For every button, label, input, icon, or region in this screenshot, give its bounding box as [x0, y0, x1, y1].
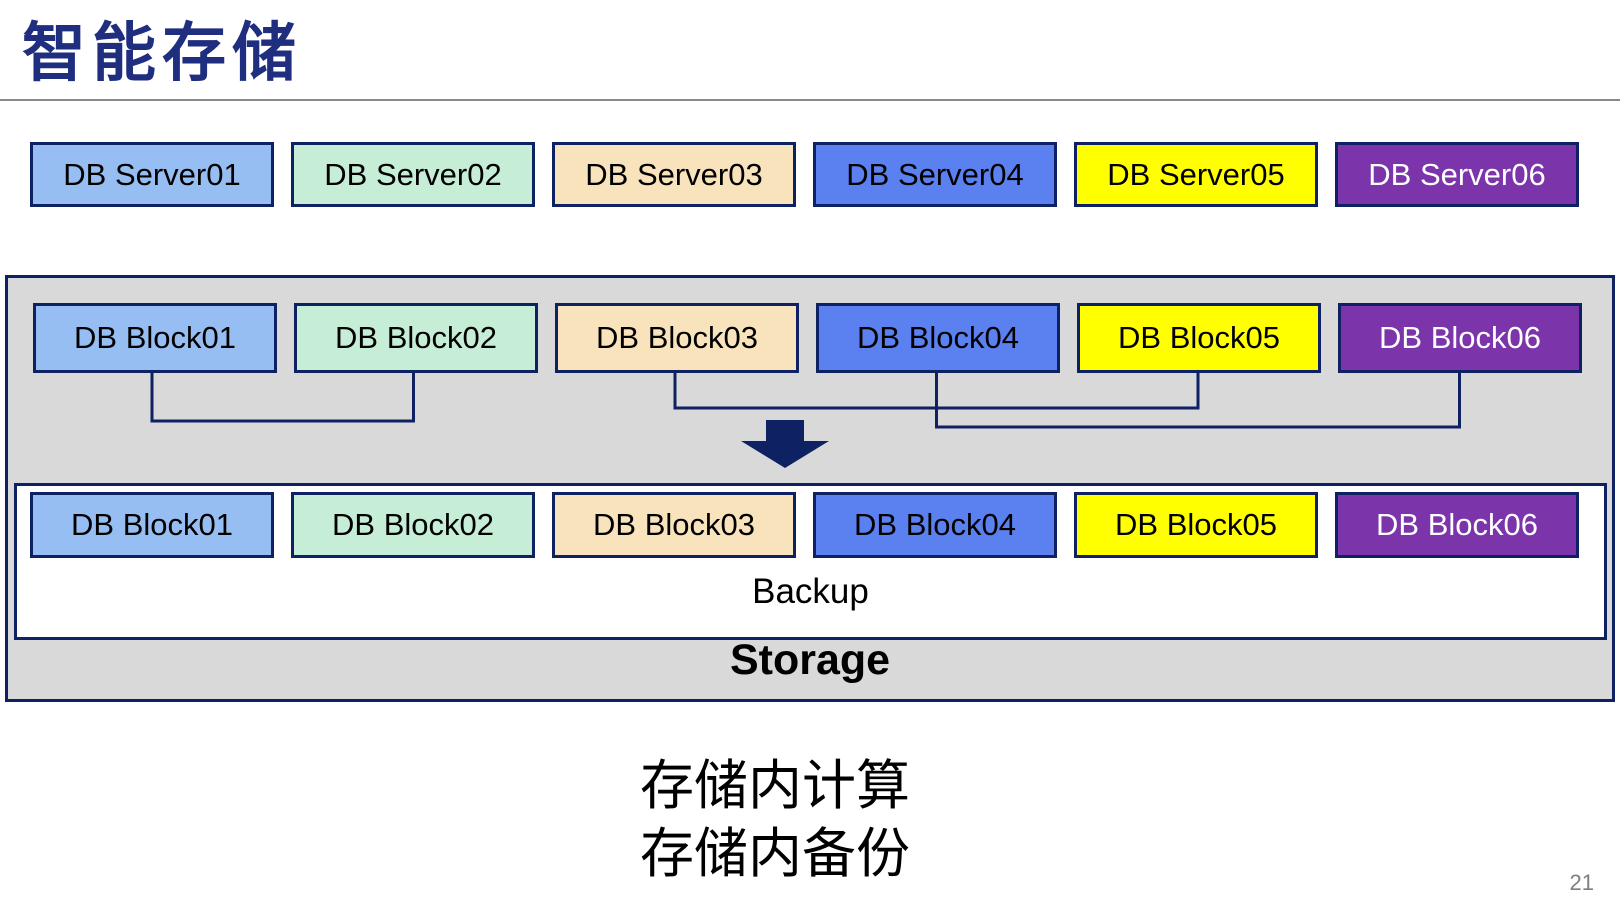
db-block-box: DB Block02	[291, 492, 535, 558]
page-number: 21	[1569, 870, 1594, 895]
db-block-box: DB Block02	[294, 303, 538, 373]
backup-label: Backup	[752, 572, 869, 611]
db-block-box: DB Block04	[816, 303, 1060, 373]
annotation-line: 存储内计算	[640, 756, 910, 816]
db-block-box: DB Block06	[1335, 492, 1579, 558]
db-server-box: DB Server04	[813, 142, 1057, 207]
server-row: DB Server01 DB Server02 DB Server03 DB S…	[30, 142, 1579, 207]
db-block-box: DB Block01	[33, 303, 277, 373]
annotation-text: 存储内计算 存储内备份	[640, 752, 910, 888]
db-block-box: DB Block03	[555, 303, 799, 373]
db-block-box: DB Block06	[1338, 303, 1582, 373]
db-server-box: DB Server05	[1074, 142, 1318, 207]
page-title: 智能存储	[22, 17, 302, 89]
db-block-box: DB Block04	[813, 492, 1057, 558]
block-row-source: DB Block01 DB Block02 DB Block03 DB Bloc…	[33, 303, 1582, 373]
storage-container: DB Block01 DB Block02 DB Block03 DB Bloc…	[5, 275, 1615, 702]
annotation-line: 存储内备份	[640, 824, 910, 884]
db-block-box: DB Block03	[552, 492, 796, 558]
backup-box: DB Block01 DB Block02 DB Block03 DB Bloc…	[14, 483, 1607, 640]
db-block-box: DB Block01	[30, 492, 274, 558]
db-server-box: DB Server02	[291, 142, 535, 207]
storage-label: Storage	[729, 636, 891, 684]
block-row-backup: DB Block01 DB Block02 DB Block03 DB Bloc…	[30, 492, 1579, 558]
title-divider	[0, 99, 1620, 101]
db-server-box: DB Server06	[1335, 142, 1579, 207]
db-block-box: DB Block05	[1074, 492, 1318, 558]
db-server-box: DB Server01	[30, 142, 274, 207]
db-block-box: DB Block05	[1077, 303, 1321, 373]
db-server-box: DB Server03	[552, 142, 796, 207]
